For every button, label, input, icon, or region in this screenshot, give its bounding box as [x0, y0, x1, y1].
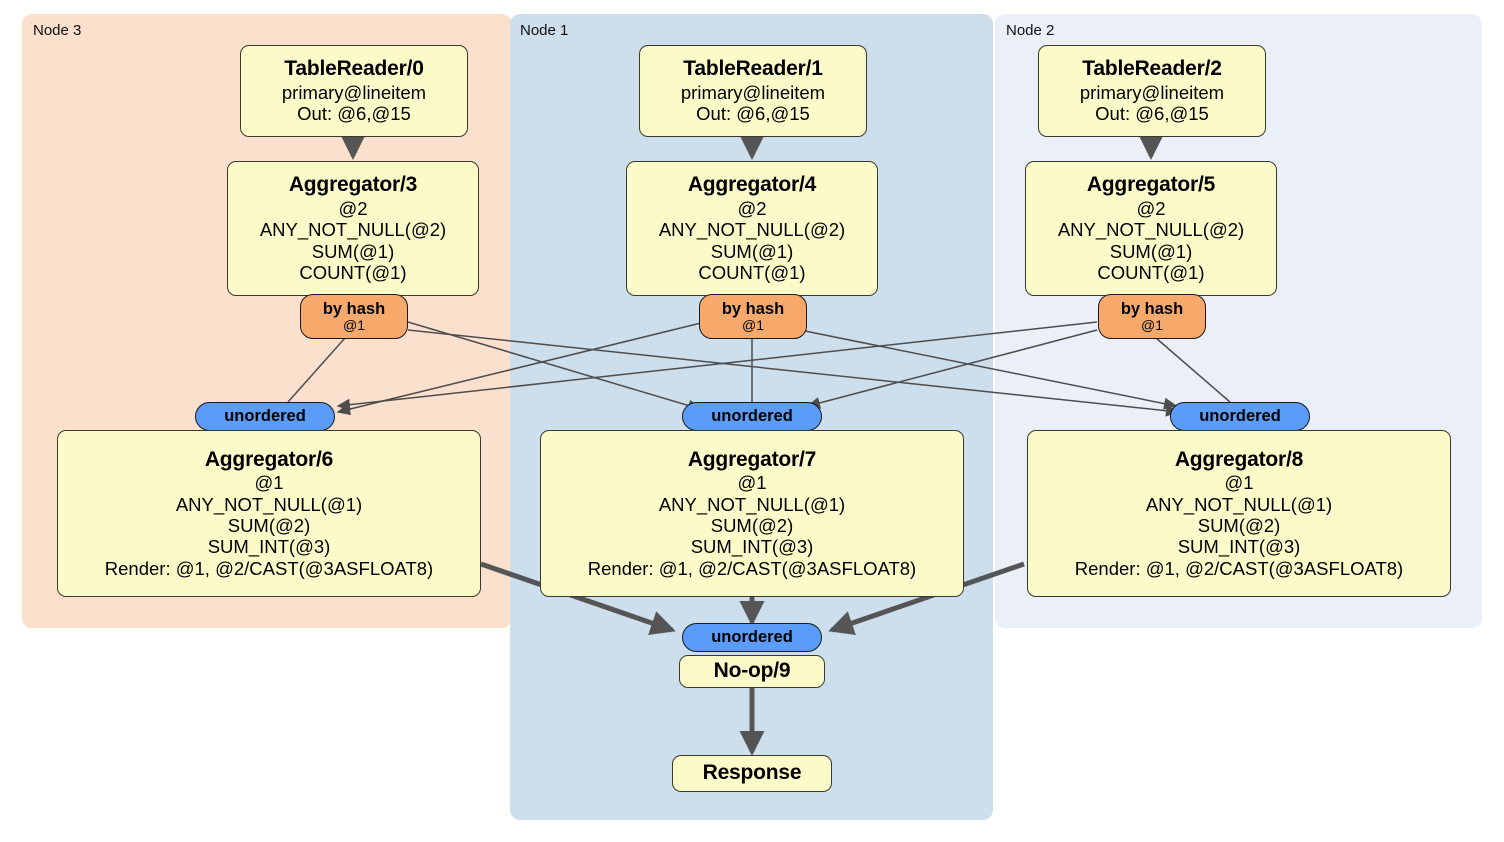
node-line: SUM_INT(@3) [690, 536, 814, 558]
router-by-hash-left[interactable]: by hash @1 [300, 294, 408, 339]
node-tablereader-0[interactable]: TableReader/0 primary@lineitem Out: @6,@… [240, 45, 468, 137]
node-aggregator-5[interactable]: Aggregator/5 @2 ANY_NOT_NULL(@2) SUM(@1)… [1025, 161, 1277, 296]
node-line: @1 [1224, 472, 1254, 494]
node-line: Out: @6,@15 [297, 103, 411, 125]
panel-node1-label: Node 1 [520, 22, 569, 39]
node-title: Aggregator/3 [288, 173, 418, 197]
router-detail: @1 [742, 316, 764, 333]
node-line: ANY_NOT_NULL(@1) [1145, 493, 1333, 515]
node-line: SUM(@1) [710, 240, 794, 262]
router-label: unordered [1199, 407, 1281, 426]
node-title: Aggregator/7 [687, 447, 817, 471]
node-line: @2 [737, 197, 767, 219]
node-title: Aggregator/4 [687, 173, 817, 197]
router-unordered-final[interactable]: unordered [682, 623, 822, 652]
edge-hashleft-unordmid [407, 321, 702, 412]
node-title: No-op/9 [713, 659, 791, 683]
node-line: @1 [737, 472, 767, 494]
edge-hashleft-unordright [407, 329, 1180, 417]
node-line: COUNT(@1) [299, 262, 407, 284]
node-line: ANY_NOT_NULL(@1) [658, 493, 846, 515]
node-line: SUM(@2) [1197, 514, 1281, 536]
router-label: by hash [1120, 299, 1184, 318]
node-aggregator-3[interactable]: Aggregator/3 @2 ANY_NOT_NULL(@2) SUM(@1)… [227, 161, 479, 296]
edge-agg6-unordfinal [480, 561, 676, 635]
router-label: unordered [711, 407, 793, 426]
node-line: SUM(@1) [1109, 240, 1193, 262]
node-title: Aggregator/6 [204, 447, 334, 471]
node-line: COUNT(@1) [698, 262, 806, 284]
node-noop-9[interactable]: No-op/9 [679, 655, 825, 688]
node-line: COUNT(@1) [1097, 262, 1205, 284]
edge-hashmid-unordleft [336, 321, 706, 415]
node-line: Render: @1, @2/CAST(@3ASFLOAT8) [587, 557, 917, 579]
node-line: ANY_NOT_NULL(@2) [1057, 219, 1245, 241]
node-tablereader-1[interactable]: TableReader/1 primary@lineitem Out: @6,@… [639, 45, 867, 137]
node-aggregator-4[interactable]: Aggregator/4 @2 ANY_NOT_NULL(@2) SUM(@1)… [626, 161, 878, 296]
node-line: Out: @6,@15 [1095, 103, 1209, 125]
node-line: Render: @1, @2/CAST(@3ASFLOAT8) [104, 557, 434, 579]
node-line: Render: @1, @2/CAST(@3ASFLOAT8) [1074, 557, 1404, 579]
node-line: @2 [1136, 197, 1166, 219]
node-line: SUM(@2) [227, 514, 311, 536]
node-line: SUM_INT(@3) [1177, 536, 1301, 558]
node-line: SUM_INT(@3) [207, 536, 331, 558]
node-aggregator-7[interactable]: Aggregator/7 @1 ANY_NOT_NULL(@1) SUM(@2)… [540, 430, 964, 597]
node-line: ANY_NOT_NULL(@2) [259, 219, 447, 241]
edge-agg8-unordfinal [828, 561, 1025, 635]
node-title: TableReader/2 [1082, 57, 1222, 81]
node-line: primary@lineitem [680, 81, 826, 103]
router-unordered-mid[interactable]: unordered [682, 402, 822, 431]
panel-node2-label: Node 2 [1006, 22, 1055, 39]
router-unordered-right[interactable]: unordered [1170, 402, 1310, 431]
router-by-hash-right[interactable]: by hash @1 [1098, 294, 1206, 339]
panel-node3-label: Node 3 [33, 22, 82, 39]
node-line: ANY_NOT_NULL(@1) [175, 493, 363, 515]
node-title: TableReader/1 [683, 57, 823, 81]
edge-hashleft-unordleft [287, 337, 346, 403]
router-detail: @1 [343, 316, 365, 333]
node-title: Response [702, 761, 802, 785]
node-response[interactable]: Response [672, 755, 832, 792]
edge-hashmid-unordright [799, 329, 1178, 410]
node-line: ANY_NOT_NULL(@2) [658, 219, 846, 241]
edge-hashright-unordleft [336, 321, 1098, 411]
node-line: primary@lineitem [281, 81, 427, 103]
node-line: SUM(@2) [710, 514, 794, 536]
router-by-hash-mid[interactable]: by hash @1 [699, 294, 807, 339]
edge-hashright-unordright [1155, 337, 1231, 403]
router-detail: @1 [1141, 316, 1163, 333]
router-label: unordered [224, 407, 306, 426]
node-aggregator-8[interactable]: Aggregator/8 @1 ANY_NOT_NULL(@1) SUM(@2)… [1027, 430, 1451, 597]
router-label: by hash [721, 299, 785, 318]
node-line: @1 [254, 472, 284, 494]
edge-hashright-unordmid [806, 329, 1098, 409]
router-unordered-left[interactable]: unordered [195, 402, 335, 431]
node-line: SUM(@1) [311, 240, 395, 262]
node-tablereader-2[interactable]: TableReader/2 primary@lineitem Out: @6,@… [1038, 45, 1266, 137]
node-line: Out: @6,@15 [696, 103, 810, 125]
router-label: unordered [711, 628, 793, 647]
node-aggregator-6[interactable]: Aggregator/6 @1 ANY_NOT_NULL(@1) SUM(@2)… [57, 430, 481, 597]
node-title: Aggregator/5 [1086, 173, 1216, 197]
node-title: Aggregator/8 [1174, 447, 1304, 471]
node-line: @2 [338, 197, 368, 219]
node-line: primary@lineitem [1079, 81, 1225, 103]
node-title: TableReader/0 [284, 57, 424, 81]
router-label: by hash [322, 299, 386, 318]
